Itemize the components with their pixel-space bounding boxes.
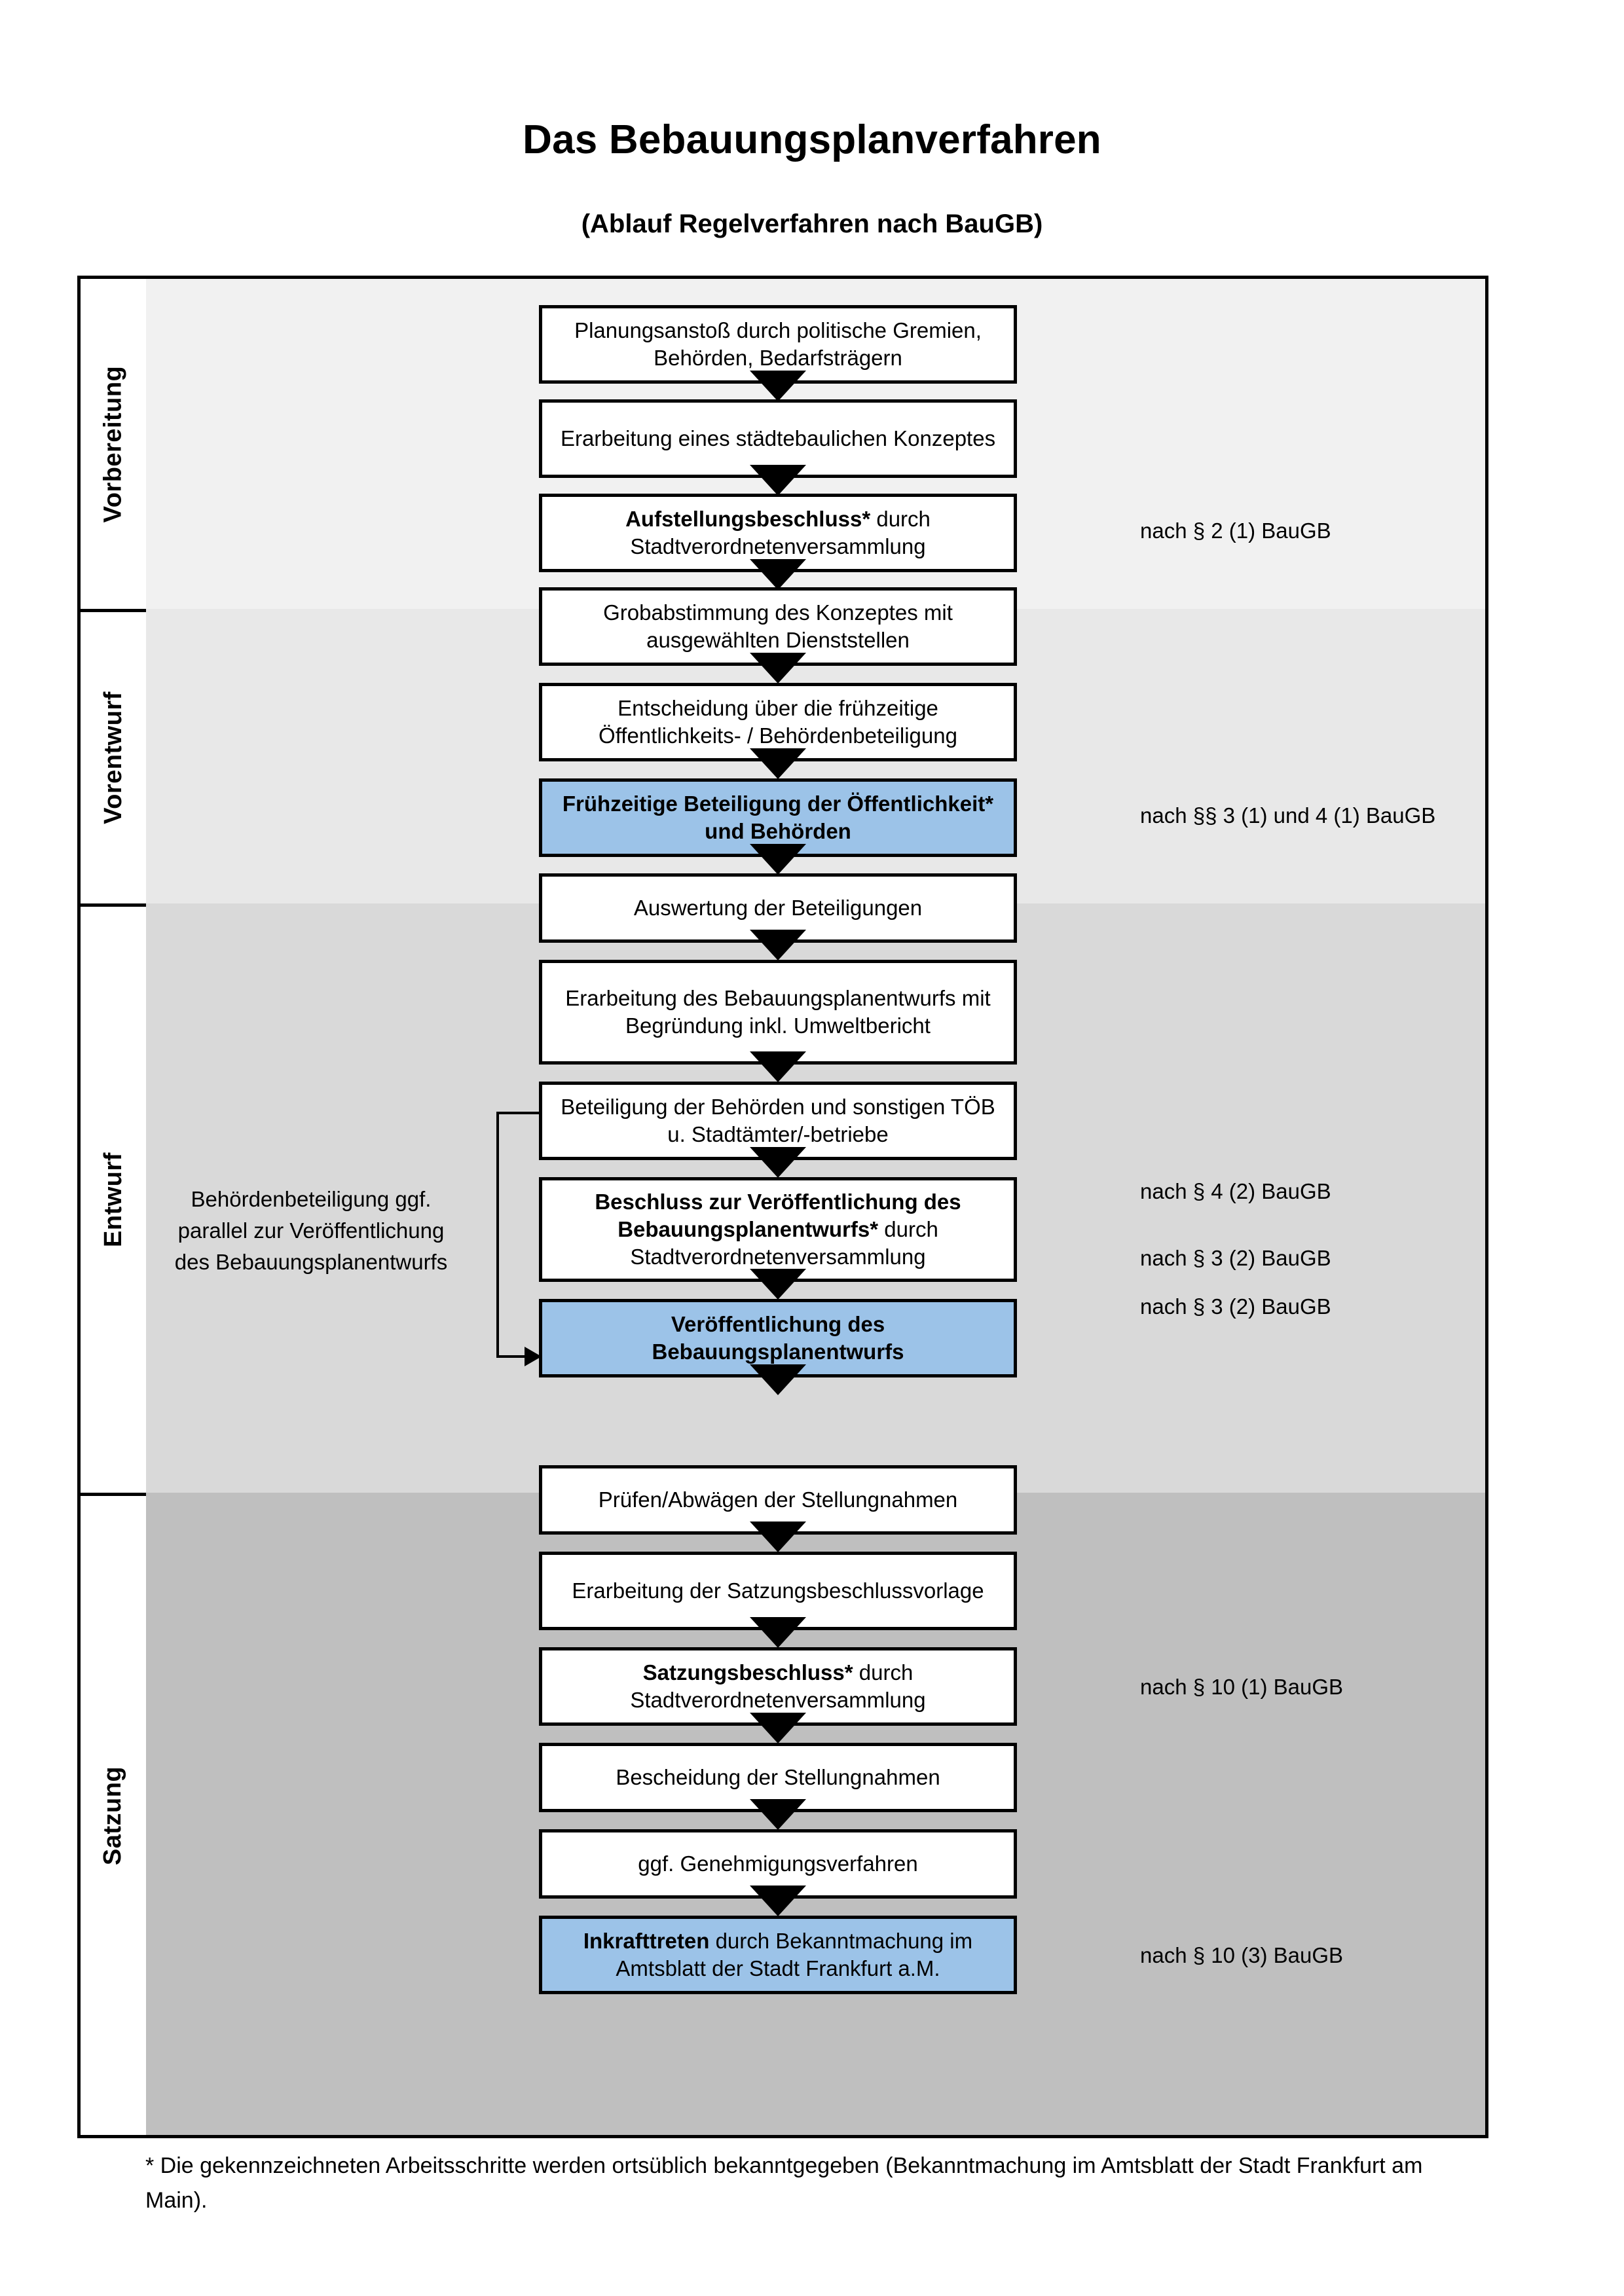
step-text: durch Stadtverordnetenversammlung bbox=[630, 1660, 926, 1712]
process-step-box[interactable]: Beschluss zur Veröffentlichung des Bebau… bbox=[539, 1177, 1017, 1282]
flow-arrow-down-icon bbox=[750, 1269, 806, 1300]
phase-label-entwurf: Entwurf bbox=[81, 903, 146, 1493]
law-reference: nach § 2 (1) BauGB bbox=[1140, 519, 1331, 543]
phase-label-text: Vorentwurf bbox=[99, 691, 127, 824]
process-step-box-highlighted[interactable]: Inkrafttreten durch Bekanntmachung im Am… bbox=[539, 1916, 1017, 1994]
step-bold-text: Frühzeitige Beteiligung der Öffentlichke… bbox=[562, 791, 994, 843]
step-text: ggf. Genehmigungsverfahren bbox=[638, 1851, 918, 1876]
phase-label-text: Satzung bbox=[99, 1766, 127, 1865]
step-bold-text: Beschluss zur Veröffentlichung des Bebau… bbox=[595, 1189, 961, 1241]
flow-arrow-down-icon bbox=[750, 653, 806, 683]
flow-arrow-down-icon bbox=[750, 371, 806, 401]
flow-arrow-down-icon bbox=[750, 1617, 806, 1648]
phase-label-satzung: Satzung bbox=[81, 1493, 146, 2135]
process-step-box[interactable]: Erarbeitung des Bebauungsplanentwurfs mi… bbox=[539, 960, 1017, 1065]
step-bold-text: Satzungsbeschluss* bbox=[642, 1660, 853, 1685]
step-text: Planungsanstoß durch politische Gremien,… bbox=[574, 318, 982, 370]
parallel-connector-line bbox=[496, 1112, 540, 1114]
law-reference: nach § 3 (2) BauGB bbox=[1140, 1294, 1331, 1319]
law-reference: nach § 10 (1) BauGB bbox=[1140, 1675, 1344, 1699]
flow-arrow-down-icon bbox=[750, 1364, 806, 1395]
phase-label-vorentwurf: Vorentwurf bbox=[81, 609, 146, 903]
footnote: * Die gekennzeichneten Arbeitsschritte w… bbox=[145, 2153, 1423, 2213]
parallel-connector-line bbox=[496, 1112, 499, 1357]
step-text: Erarbeitung des Bebauungsplanentwurfs mi… bbox=[565, 985, 991, 1038]
process-step-box[interactable]: Entscheidung über die frühzeitige Öffent… bbox=[539, 683, 1017, 761]
step-text: Auswertung der Beteiligungen bbox=[633, 895, 923, 920]
process-frame: Vorbereitung Vorentwurf Entwurf Satzung … bbox=[77, 276, 1488, 2138]
step-text: Beteiligung der Behörden und sonstigen T… bbox=[561, 1094, 995, 1146]
step-text: Erarbeitung eines städtebaulichen Konzep… bbox=[560, 426, 996, 450]
step-text: durch Stadtverordnetenversammlung bbox=[630, 1216, 938, 1269]
flow-arrow-down-icon bbox=[750, 844, 806, 875]
parallel-connector-line bbox=[496, 1355, 526, 1358]
law-reference: nach § 3 (2) BauGB bbox=[1140, 1246, 1331, 1270]
step-text: Prüfen/Abwägen der Stellungnahmen bbox=[598, 1487, 958, 1512]
step-text: Grobabstimmung des Konzeptes mit ausgewä… bbox=[603, 600, 953, 652]
step-text: Bescheidung der Stellungnahmen bbox=[616, 1764, 940, 1789]
flow-arrow-down-icon bbox=[750, 1147, 806, 1178]
process-step-box-highlighted[interactable]: Veröffentlichung des Bebauungsplanentwur… bbox=[539, 1299, 1017, 1377]
flow-arrow-down-icon bbox=[750, 1051, 806, 1082]
flow-arrow-down-icon bbox=[750, 559, 806, 590]
flow-arrow-down-icon bbox=[750, 748, 806, 779]
step-bold-text: Veröffentlichung des Bebauungsplanentwur… bbox=[652, 1311, 904, 1364]
law-reference: nach § 4 (2) BauGB bbox=[1140, 1179, 1331, 1203]
parallel-connector-arrowhead-icon bbox=[525, 1347, 542, 1366]
phase-label-text: Entwurf bbox=[99, 1152, 127, 1247]
parallel-process-note: Behördenbeteiligung ggf. parallel zur Ve… bbox=[174, 1187, 448, 1274]
flow-arrow-down-icon bbox=[750, 930, 806, 960]
step-text: Entscheidung über die frühzeitige Öffent… bbox=[599, 695, 957, 748]
flow-arrow-down-icon bbox=[750, 465, 806, 496]
flow-arrow-down-icon bbox=[750, 1522, 806, 1552]
page-title: Das Bebauungsplanverfahren bbox=[523, 117, 1101, 162]
page-subtitle: (Ablauf Regelverfahren nach BauGB) bbox=[581, 210, 1043, 238]
flow-arrow-down-icon bbox=[750, 1799, 806, 1830]
step-bold-text: Aufstellungsbeschluss* bbox=[625, 506, 871, 531]
step-bold-text: Inkrafttreten bbox=[583, 1928, 710, 1953]
phase-label-column: Vorbereitung Vorentwurf Entwurf Satzung bbox=[81, 279, 146, 2135]
law-reference: nach § 10 (3) BauGB bbox=[1140, 1943, 1344, 1967]
step-text: durch Stadtverordnetenversammlung bbox=[630, 506, 931, 558]
phase-label-vorbereitung: Vorbereitung bbox=[81, 279, 146, 609]
step-text: durch Bekanntmachung im Amtsblatt der St… bbox=[616, 1928, 973, 1980]
flow-arrow-down-icon bbox=[750, 1713, 806, 1743]
law-reference: nach §§ 3 (1) und 4 (1) BauGB bbox=[1140, 803, 1436, 828]
step-text: Erarbeitung der Satzungsbeschlussvorlage bbox=[572, 1578, 984, 1603]
phase-label-text: Vorbereitung bbox=[99, 365, 127, 522]
flow-arrow-down-icon bbox=[750, 1886, 806, 1916]
